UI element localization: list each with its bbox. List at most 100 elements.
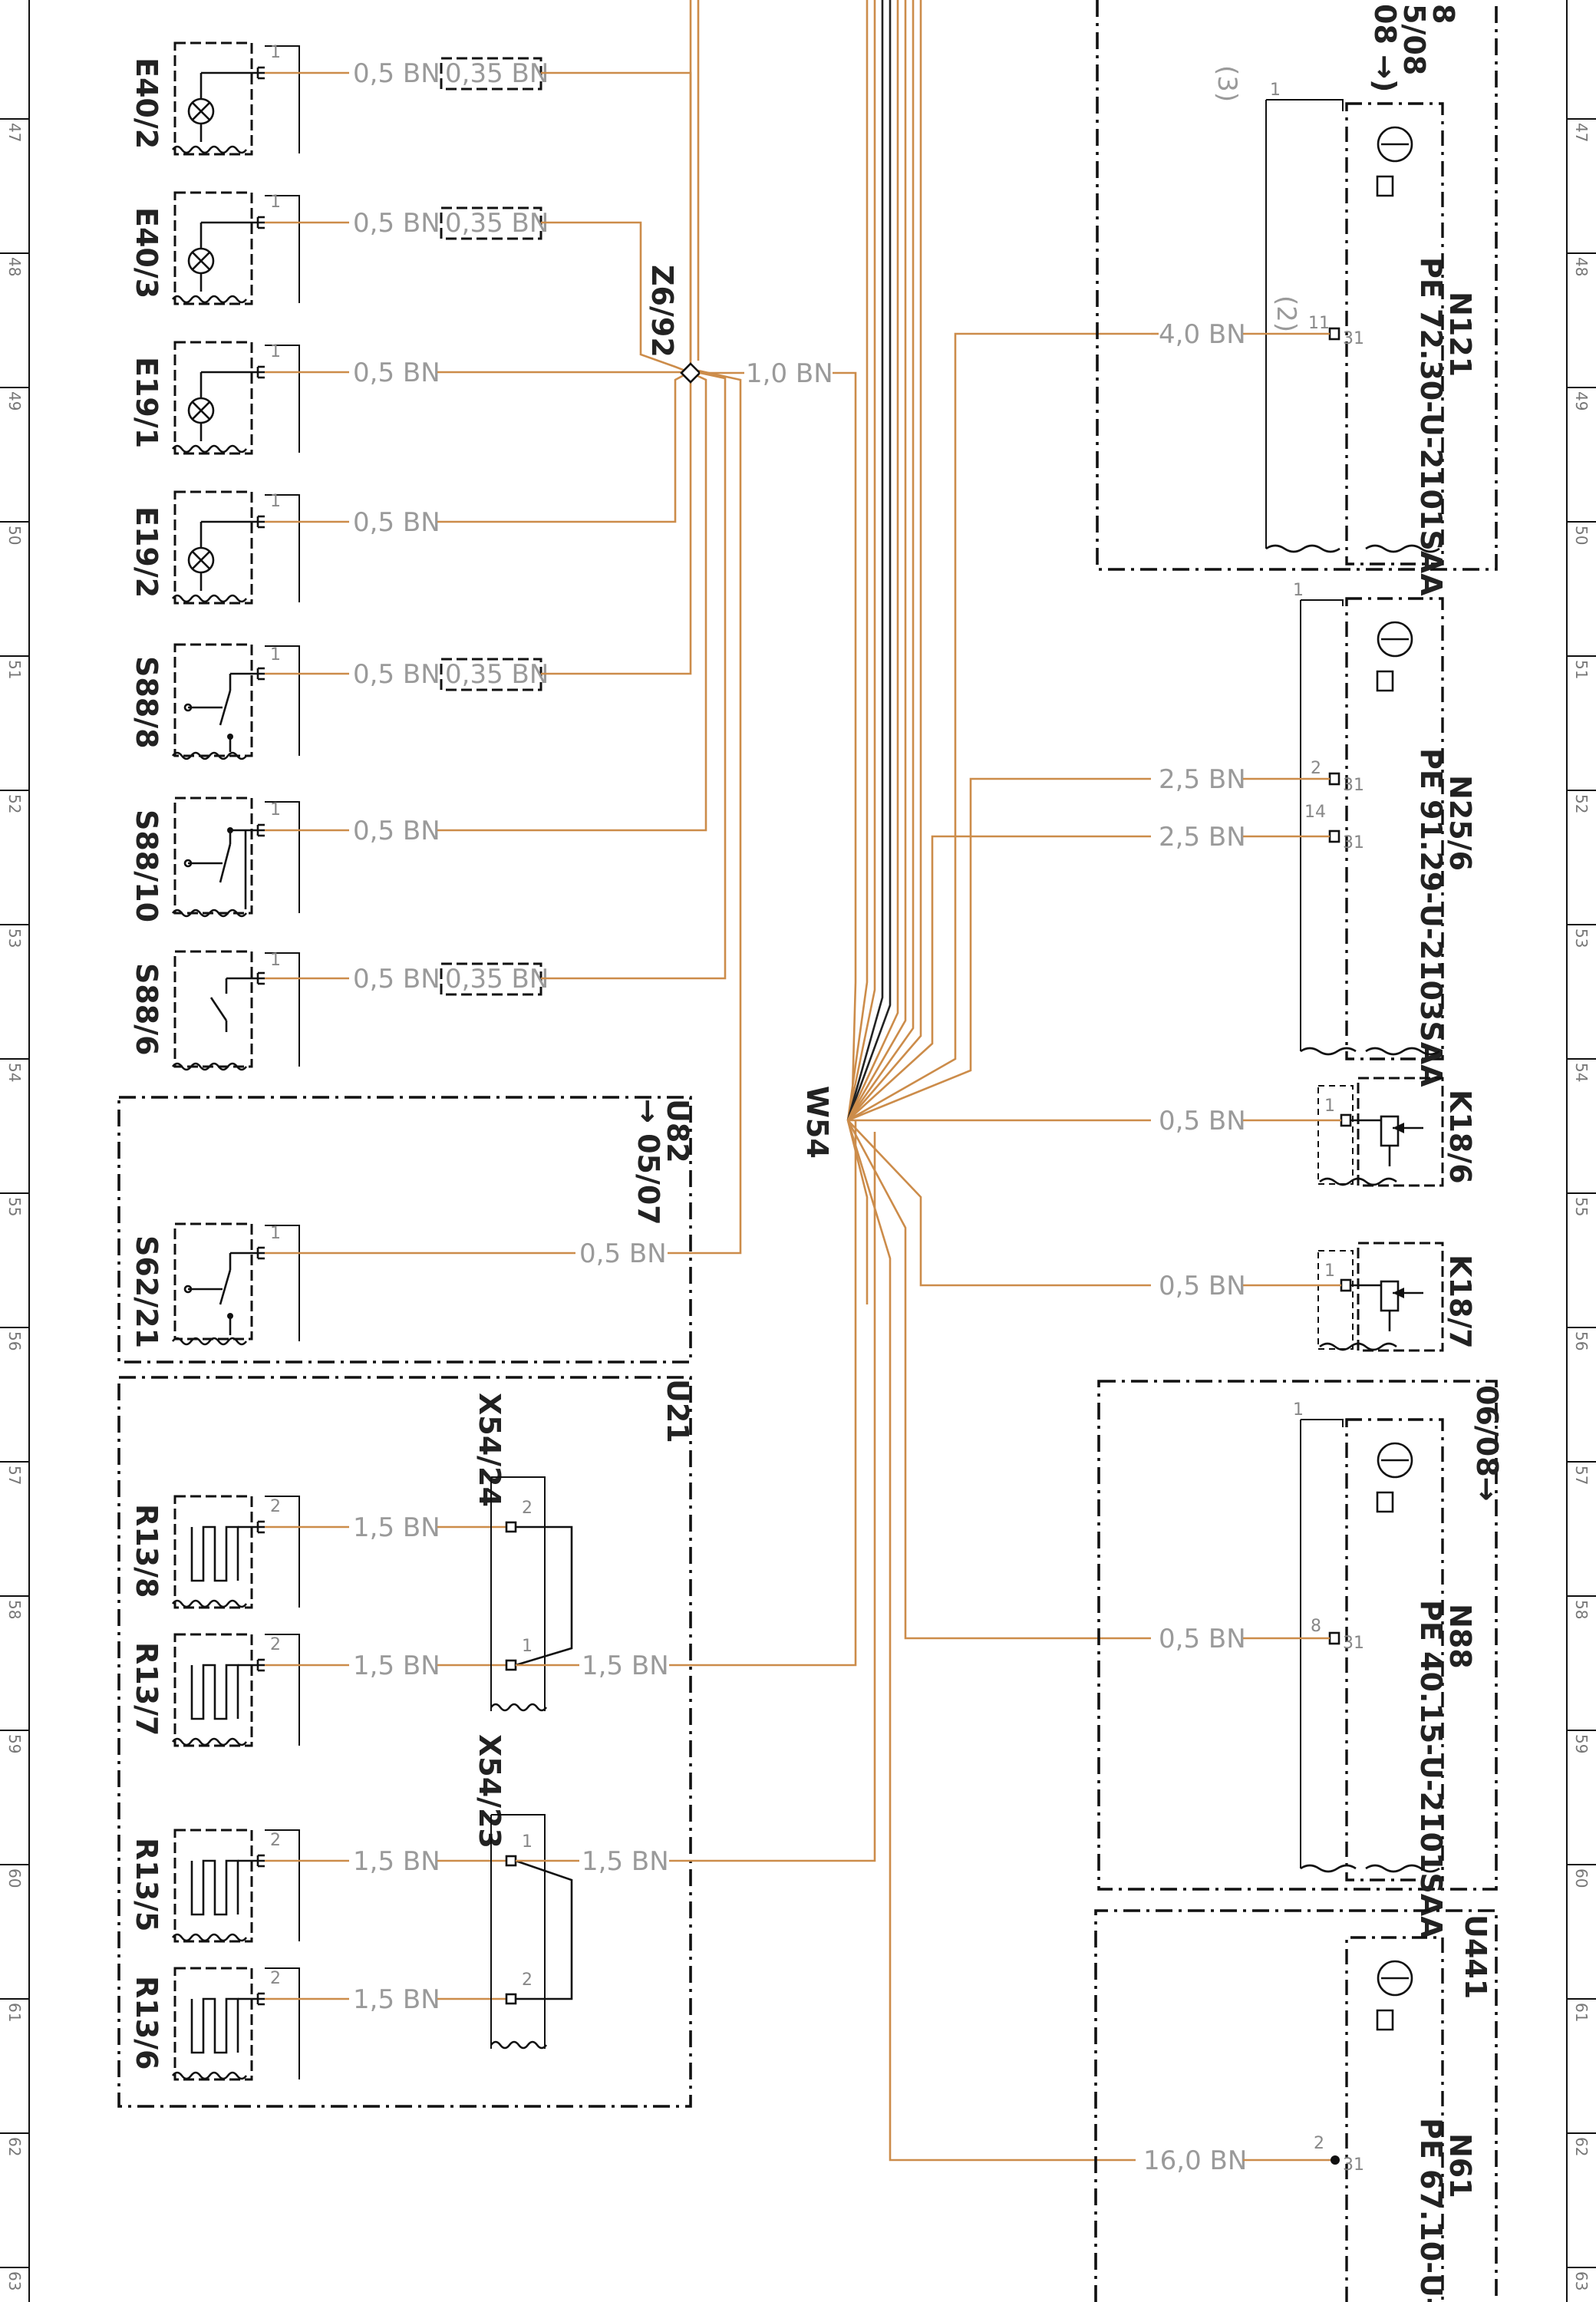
grid-number: 59 <box>5 1734 24 1753</box>
right-component-k18-6: K18/6 1 0,5 BN <box>1159 1077 1477 1187</box>
pin-number: 2 <box>270 1635 281 1654</box>
left-component-e40-3: E40/3 1 0,5 BN 0,35 BN <box>130 191 549 305</box>
ground-squiggle <box>171 909 248 918</box>
grid-number: 56 <box>1572 1331 1591 1351</box>
splice-icon <box>680 362 701 384</box>
wire-label: 0,5 BN <box>353 58 440 89</box>
grid-number: 55 <box>5 1197 24 1216</box>
grid-number: 61 <box>1572 2003 1591 2022</box>
component-box <box>173 490 253 605</box>
connector-pin <box>505 1659 517 1671</box>
connector-pin <box>505 1855 517 1867</box>
component-label: N88 <box>1443 1604 1477 1669</box>
wire-label: 0,5 BN <box>353 964 440 994</box>
connector-x54-23: X54/23 1 2 1,5 BN <box>473 1132 876 2050</box>
component-box <box>1357 1242 1444 1352</box>
grid-number: 61 <box>5 2003 24 2022</box>
pin-number: 1 <box>270 193 281 212</box>
component-box <box>173 1967 253 2081</box>
left-component-e19-2: E19/2 1 0,5 BN <box>130 490 440 605</box>
grid-number: 48 <box>1572 257 1591 276</box>
ground-w54: W54 <box>800 0 1151 2162</box>
module-box <box>117 1376 692 2108</box>
pin-number: 1 <box>1324 1261 1335 1281</box>
pin-number: 1 <box>1293 1400 1304 1420</box>
grid-number: 56 <box>5 1331 24 1351</box>
pin-number: 1 <box>522 1637 533 1656</box>
wire-label: 1,5 BN <box>353 1512 440 1543</box>
part-number: PE 67.10-U-2101 <box>1414 2118 1448 2302</box>
hand-icon <box>1376 2009 1394 2031</box>
wire-label: 0,5 BN <box>353 208 440 239</box>
ecu-icon <box>1377 1960 1413 1997</box>
grid-number: 47 <box>5 123 24 142</box>
part-number: PE 72.30-U-2101SAA <box>1414 257 1448 596</box>
ground-squiggle <box>171 2071 248 2080</box>
left-wiring <box>437 0 742 1255</box>
pin-number: 2 <box>1314 2134 1324 2153</box>
component-box <box>173 341 253 455</box>
switch-icon <box>219 843 232 883</box>
module-note: → 05/07 <box>631 1099 665 1225</box>
connector-label: 0,35 BN <box>445 659 549 690</box>
pin-number: 1 <box>270 800 281 820</box>
component-label: E40/2 <box>130 58 163 149</box>
box-u82: U82 → 05/07 S62/21 1 0,5 BN <box>117 1096 694 1364</box>
connector-label: X54/23 <box>473 1734 506 1849</box>
heater-icon <box>190 1525 239 1582</box>
grid-number: 50 <box>5 526 24 545</box>
component-box <box>173 1222 253 1341</box>
switch-icon <box>219 690 232 726</box>
box-u21: U21 R13/8 2 1,5 BN R13/7 2 1,5 <box>117 1120 876 2108</box>
pin-number: 2 <box>270 1831 281 1850</box>
right-component-n61: U441 N61 PE 67.10-U-2101 2 31 16,0 BN <box>1094 1909 1498 2302</box>
ecu-icon <box>1377 126 1413 163</box>
wire-label: 4,0 BN <box>1159 319 1246 350</box>
ground-squiggle <box>171 145 248 154</box>
ecu-icon <box>1377 621 1413 658</box>
grid-number: 63 <box>1572 2271 1591 2290</box>
left-component-s88-10: S88/10 1 0,5 BN <box>130 796 440 922</box>
grid-number: 55 <box>1572 1197 1591 1216</box>
relay-coil-icon <box>1380 1280 1400 1312</box>
pin-number: 31 <box>1343 2155 1364 2175</box>
component-label: S62/21 <box>130 1235 163 1348</box>
wire-label: 2,5 BN <box>1159 764 1246 795</box>
connector-label: 0,35 BN <box>445 208 549 239</box>
grid-number: 60 <box>1572 1868 1591 1888</box>
grid-number: 59 <box>1572 1734 1591 1753</box>
component-box <box>1345 597 1444 1060</box>
module-label: U21 <box>661 1379 694 1443</box>
connector-label: X54/24 <box>473 1393 506 1507</box>
component-box <box>173 1633 253 1747</box>
hand-icon <box>1376 670 1394 692</box>
hand-icon <box>1376 1491 1394 1513</box>
grid-number: 57 <box>5 1466 24 1485</box>
ground-label: W54 <box>800 1086 834 1159</box>
header-line: 8 <box>1426 4 1460 24</box>
grid-number: 54 <box>5 1063 24 1082</box>
connector-pin <box>1331 2155 1340 2165</box>
pin-number: 1 <box>270 645 281 665</box>
wire-label: 0,5 BN <box>1159 1271 1246 1301</box>
pin-number: 31 <box>1343 329 1364 348</box>
connector-pin <box>1328 1631 1340 1645</box>
grid-number: 48 <box>5 257 24 276</box>
grid-number: 54 <box>1572 1063 1591 1082</box>
ground-squiggle <box>171 594 248 603</box>
wire-label: 0,5 BN <box>353 816 440 846</box>
grid-number: 51 <box>5 660 24 679</box>
component-box <box>1357 1077 1444 1187</box>
heater-r13-8: R13/8 2 1,5 BN <box>130 1495 506 1609</box>
component-label: S88/6 <box>130 963 163 1056</box>
component-box <box>1345 102 1444 566</box>
component-box <box>173 191 253 305</box>
pin-number: 14 <box>1304 803 1326 822</box>
grid-number: 63 <box>5 2271 24 2290</box>
grid-number: 51 <box>1572 660 1591 679</box>
component-box <box>173 1495 253 1609</box>
pin-number: 2 <box>522 1971 533 1990</box>
heater-icon <box>190 1859 239 1916</box>
pin-number: 1 <box>270 951 281 970</box>
